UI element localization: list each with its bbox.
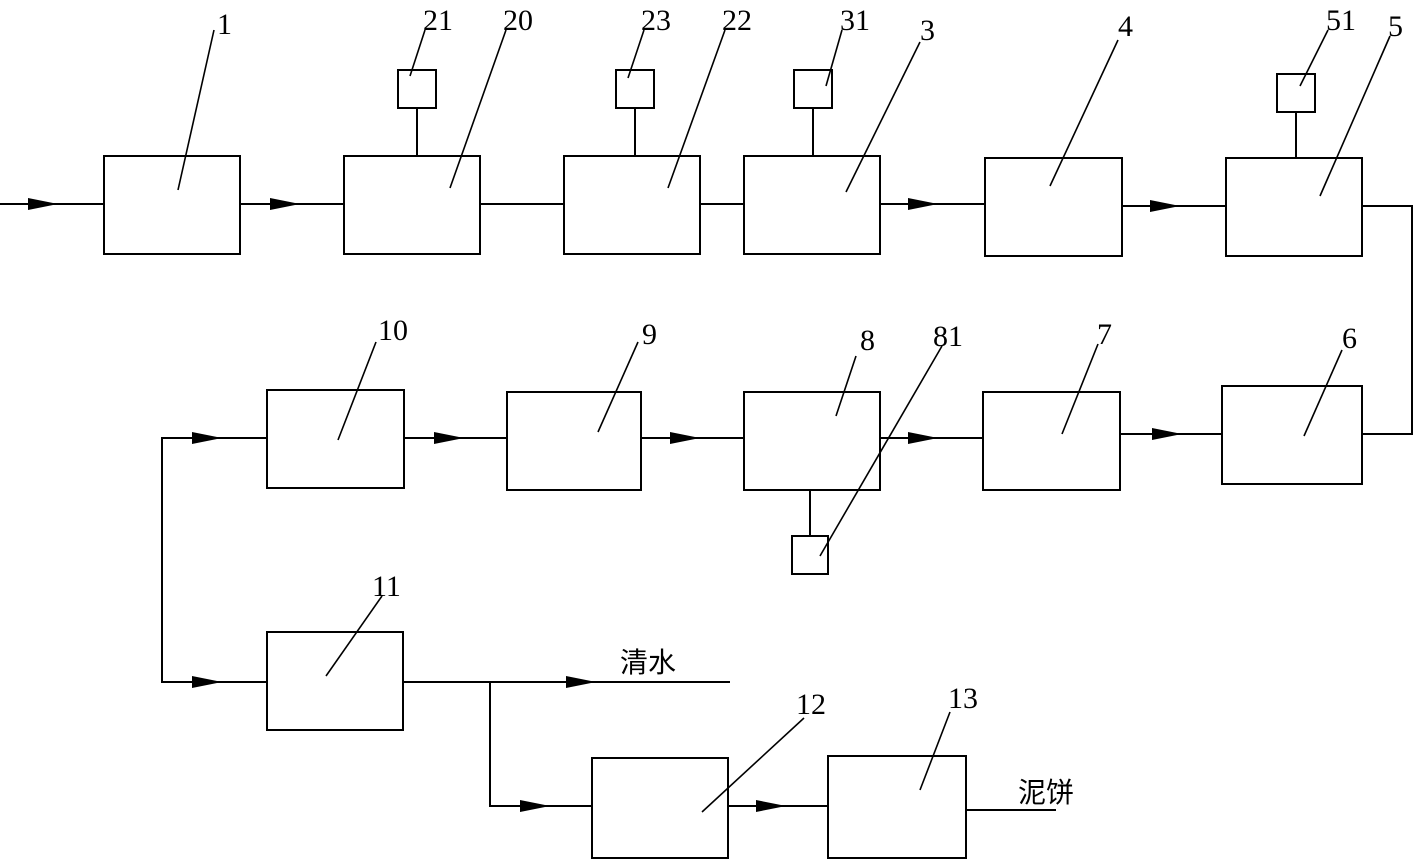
arrow-to-11 — [192, 676, 222, 688]
label-1: 1 — [217, 8, 232, 41]
arrow-to-12 — [520, 800, 550, 812]
unit-11-box — [266, 631, 404, 731]
arrow-7-8 — [908, 432, 938, 444]
leader-5 — [1319, 35, 1391, 197]
unit-81-box — [791, 535, 829, 575]
label-31: 31 — [840, 4, 870, 37]
leader-23 — [627, 29, 645, 79]
clear-water-label: 清水 — [620, 646, 676, 679]
arrow-4-5 — [1150, 200, 1180, 212]
leader-51 — [1299, 29, 1329, 87]
label-22: 22 — [722, 4, 752, 37]
label-12: 12 — [796, 688, 826, 721]
arrow-1-20 — [270, 198, 300, 210]
label-8: 8 — [860, 324, 875, 357]
unit-9-box — [506, 391, 642, 491]
label-9: 9 — [642, 318, 657, 351]
unit-23-box — [615, 69, 655, 109]
unit-7-box — [982, 391, 1121, 491]
leader-3 — [845, 41, 921, 193]
label-51: 51 — [1326, 4, 1356, 37]
arrow-3-4 — [908, 198, 938, 210]
connector-11-12 — [489, 682, 592, 807]
label-3: 3 — [920, 14, 935, 47]
leader-20 — [449, 29, 507, 189]
unit-31-box — [793, 69, 833, 109]
leader-7 — [1061, 343, 1099, 435]
leader-6 — [1303, 349, 1343, 437]
label-4: 4 — [1118, 10, 1133, 43]
label-20: 20 — [503, 4, 533, 37]
unit-13-box — [827, 755, 967, 859]
arrow-6-7 — [1152, 428, 1182, 440]
arrow-to-10 — [192, 432, 222, 444]
label-81: 81 — [933, 320, 963, 353]
mud-cake-label: 泥饼 — [1018, 776, 1074, 809]
arrow-inlet — [28, 198, 58, 210]
leader-12 — [701, 717, 805, 813]
unit-5-box — [1225, 157, 1363, 257]
unit-1-box — [103, 155, 241, 255]
unit-8-box — [743, 391, 881, 491]
label-23: 23 — [641, 4, 671, 37]
arrow-8-9 — [670, 432, 700, 444]
label-11: 11 — [372, 570, 401, 603]
label-6: 6 — [1342, 322, 1357, 355]
label-10: 10 — [378, 314, 408, 347]
arrow-clear-water — [566, 676, 596, 688]
unit-4-box — [984, 157, 1123, 257]
leader-1 — [177, 29, 215, 191]
leader-22 — [667, 29, 726, 189]
leader-9 — [597, 341, 639, 433]
leader-4 — [1049, 39, 1119, 187]
leader-10 — [337, 341, 377, 441]
leader-31 — [825, 29, 843, 87]
leader-11 — [325, 595, 383, 677]
unit-10-box — [266, 389, 405, 489]
leader-21 — [409, 29, 426, 77]
connector-split-10-11 — [161, 437, 267, 683]
label-21: 21 — [423, 4, 453, 37]
unit-22-box — [563, 155, 701, 255]
label-7: 7 — [1097, 318, 1112, 351]
leader-13 — [919, 711, 951, 791]
connector-5-6 — [1362, 205, 1413, 435]
arrow-12-13 — [756, 800, 786, 812]
unit-12-box — [591, 757, 729, 859]
arrow-9-10 — [434, 432, 464, 444]
label-13: 13 — [948, 682, 978, 715]
leader-8 — [835, 355, 857, 417]
unit-51-box — [1276, 73, 1316, 113]
unit-20-box — [343, 155, 481, 255]
unit-6-box — [1221, 385, 1363, 485]
unit-21-box — [397, 69, 437, 109]
unit-3-box — [743, 155, 881, 255]
label-5: 5 — [1388, 10, 1403, 43]
leader-81 — [819, 345, 943, 557]
